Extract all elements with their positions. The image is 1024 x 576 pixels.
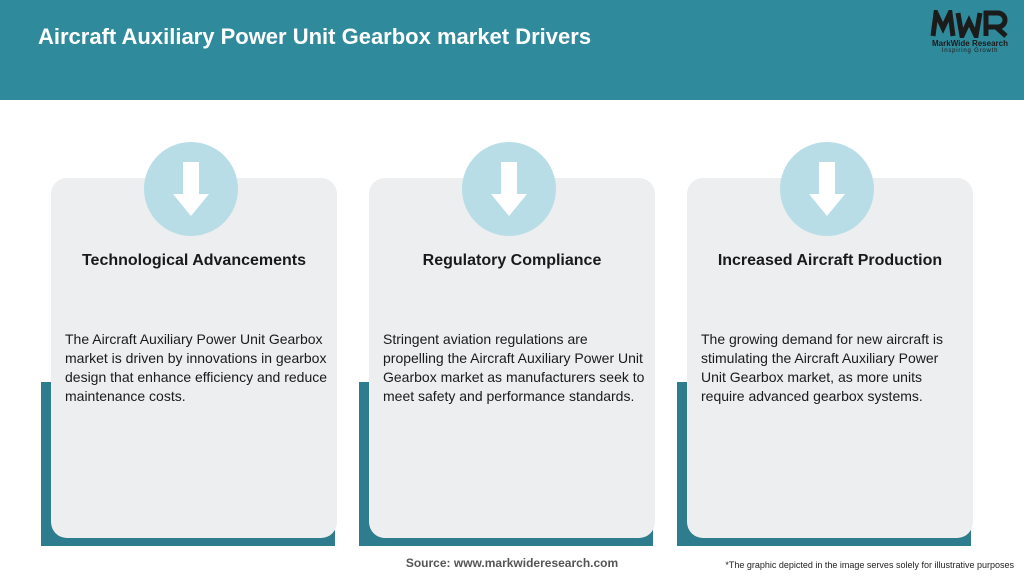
down-arrow-icon <box>491 162 527 216</box>
page-title: Aircraft Auxiliary Power Unit Gearbox ma… <box>38 24 592 49</box>
card-icon-circle <box>144 142 238 236</box>
card-body: Technological Advancements The Aircraft … <box>51 142 337 538</box>
source-note: Source: www.markwideresearch.com <box>405 556 619 570</box>
card-text: Stringent aviation regulations are prope… <box>383 331 645 404</box>
card-body: Regulatory Compliance Stringent aviation… <box>369 142 655 538</box>
logo-name: MarkWide Research <box>932 39 1008 48</box>
card-icon-circle <box>462 142 556 236</box>
card-title: Regulatory Compliance <box>422 252 602 269</box>
down-arrow-icon <box>173 162 209 216</box>
brand-logo: MarkWide Research Inspiring Growth <box>922 10 1018 64</box>
header-banner: Aircraft Auxiliary Power Unit Gearbox ma… <box>0 0 1024 100</box>
logo-tagline: Inspiring Growth <box>941 48 999 54</box>
driver-card-regulatory: Regulatory Compliance Stringent aviation… <box>359 142 663 548</box>
card-icon-circle <box>780 142 874 236</box>
card-title: Technological Advancements <box>81 252 307 269</box>
driver-card-technological: Technological Advancements The Aircraft … <box>41 142 345 548</box>
card-text: The growing demand for new aircraft is s… <box>701 331 943 404</box>
card-title: Increased Aircraft Production <box>717 252 943 269</box>
card-body: Increased Aircraft Production The growin… <box>687 142 973 538</box>
mwr-logo-icon <box>930 10 1008 38</box>
down-arrow-icon <box>809 162 845 216</box>
disclaimer-note: *The graphic depicted in the image serve… <box>725 560 1014 570</box>
driver-card-production: Increased Aircraft Production The growin… <box>677 142 981 548</box>
card-text: The Aircraft Auxiliary Power Unit Gearbo… <box>65 331 328 404</box>
